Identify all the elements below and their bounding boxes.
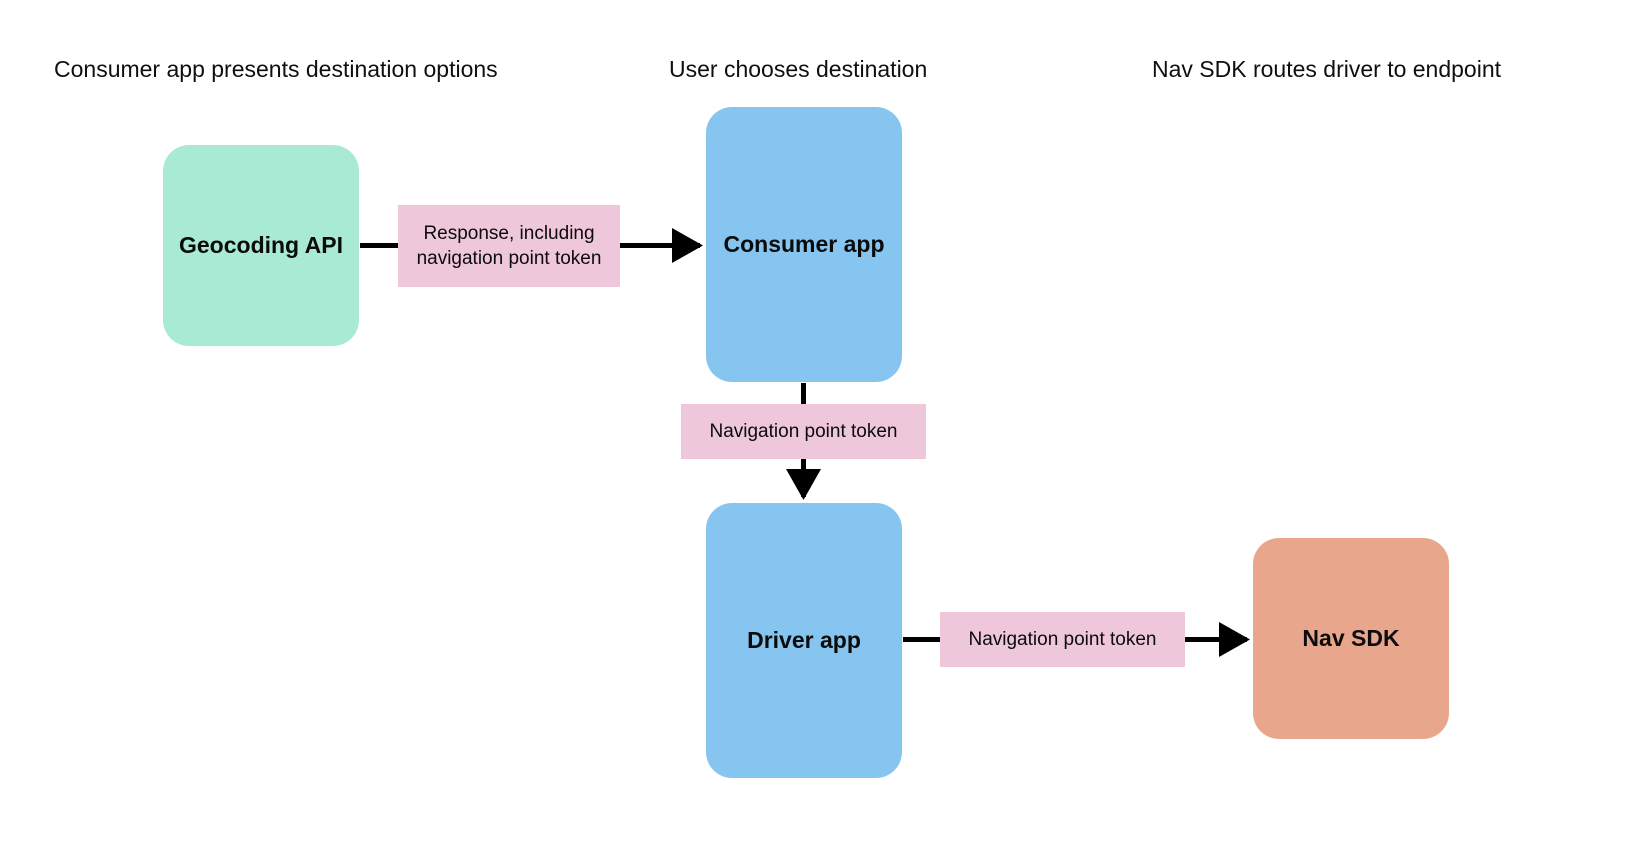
edge-label-response-including-navigation-point-token: Response, including navigation point tok… — [398, 205, 620, 287]
node-nav-sdk[interactable]: Nav SDK — [1253, 538, 1449, 739]
node-nav-sdk-label: Nav SDK — [1302, 625, 1400, 651]
column-header-nav-sdk: Nav SDK routes driver to endpoint — [1152, 56, 1502, 82]
edge-label-navigation-point-token-middle-text: Navigation point token — [709, 420, 898, 442]
node-consumer-app[interactable]: Consumer app — [706, 107, 902, 382]
edge-label-navigation-point-token-bottom-text: Navigation point token — [968, 628, 1157, 650]
node-consumer-app-label: Consumer app — [723, 231, 885, 257]
edge-label-navigation-point-token-bottom: Navigation point token — [940, 612, 1185, 667]
edge-label-response-text: Response, including navigation point tok… — [416, 222, 602, 269]
node-driver-app-label: Driver app — [747, 627, 861, 653]
column-header-user-chooses: User chooses destination — [669, 56, 928, 82]
node-geocoding-api[interactable]: Geocoding API — [163, 145, 359, 346]
column-header-consumer-app: Consumer app presents destination option… — [54, 56, 498, 82]
node-geocoding-api-label: Geocoding API — [179, 232, 343, 258]
node-driver-app[interactable]: Driver app — [706, 503, 902, 778]
edge-label-navigation-point-token-middle: Navigation point token — [681, 404, 926, 459]
